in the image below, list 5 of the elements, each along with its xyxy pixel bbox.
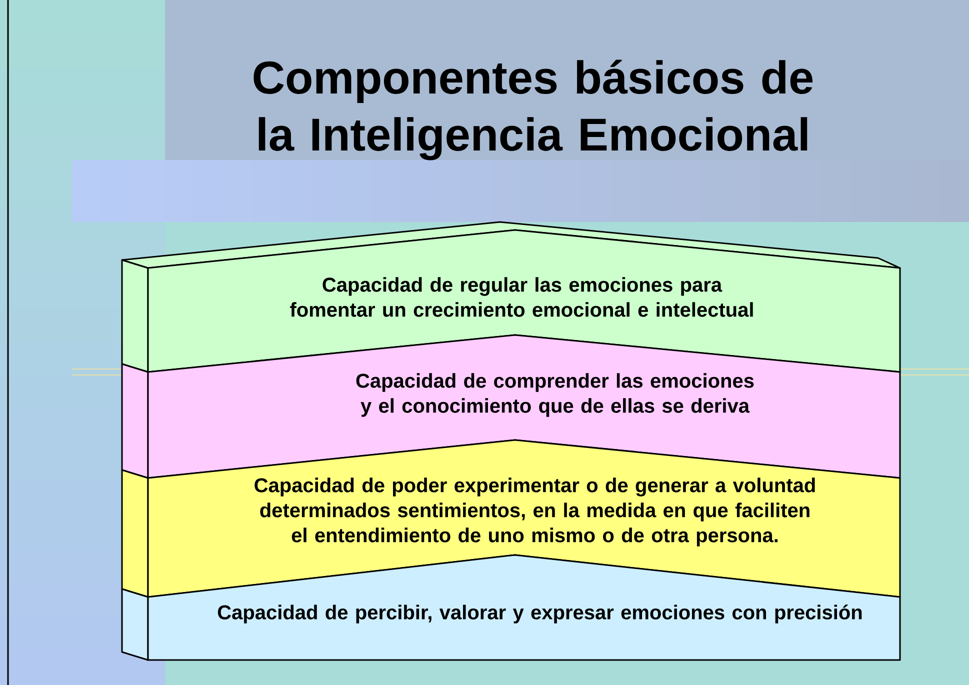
layer-band: Capacidad de poder experimentar o de generar a voluntad determinados sentimientos, en la medida en que faciliten el entendimiento de uno mismo o de otra persona. (121, 439, 901, 598)
layer-band: Capacidad de regular las emociones para fomentar un crecimiento emocional e intelectual (121, 221, 901, 373)
title: Componentes básicos de la Inteligencia Emocional (254, 60, 813, 160)
layer-band: Capacidad de percibir, valorar y expresar emociones con precisión (121, 554, 901, 661)
layer-band: Capacidad de comprender las emociones y el conocimiento que de ellas se deriva (121, 334, 901, 479)
